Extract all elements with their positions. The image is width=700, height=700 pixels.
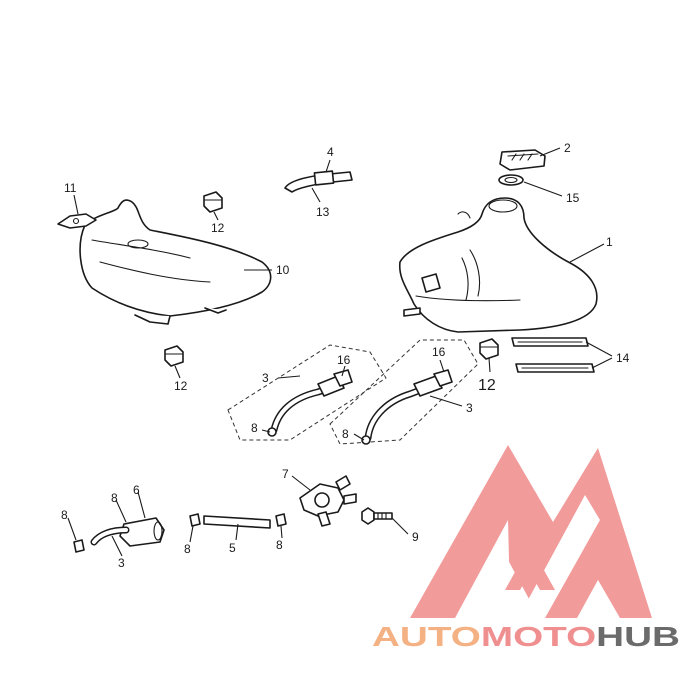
fuel-hose (270, 369, 353, 434)
callout-8: 8 (251, 421, 258, 435)
callout-15: 15 (566, 191, 580, 205)
bolt-grommet (479, 338, 499, 360)
drain-screw (361, 507, 393, 525)
callout-8: 8 (276, 538, 283, 552)
watermark-word-moto: MOTO (481, 621, 596, 652)
bolt-grommet (203, 191, 223, 213)
callout-12: 12 (174, 379, 188, 393)
callout-labels: 11 12 12 10 4 13 2 15 1 14 12 3 16 8 16 … (61, 141, 630, 570)
fuel-cap (499, 149, 546, 171)
callout-3: 3 (118, 556, 125, 570)
callout-7: 7 (282, 467, 289, 481)
callout-10: 10 (276, 263, 290, 277)
callout-14: 14 (616, 351, 630, 365)
fuel-hose (90, 526, 130, 546)
callout-8: 8 (111, 491, 118, 505)
callout-12: 12 (211, 221, 225, 235)
hose-clip (361, 435, 371, 445)
fuel-filter (119, 517, 165, 547)
watermark-word-auto: AUTO (372, 621, 481, 652)
fuel-hose (364, 369, 453, 442)
callout-13: 13 (316, 205, 330, 219)
callout-8: 8 (342, 427, 349, 441)
callout-9: 9 (412, 530, 419, 544)
rubber-strip (515, 363, 595, 373)
callout-12: 12 (478, 377, 496, 394)
callout-16: 16 (432, 345, 446, 359)
callout-4: 4 (327, 145, 334, 159)
hose-clip (275, 513, 287, 527)
cap-gasket (498, 174, 524, 186)
hose-set-box-right (329, 339, 479, 445)
callout-8: 8 (184, 542, 191, 556)
fuel-cock (299, 475, 357, 527)
watermark-word-hub: HUB (596, 621, 680, 652)
callout-2: 2 (564, 141, 571, 155)
rubber-strip (511, 337, 589, 347)
callout-16: 16 (337, 353, 351, 367)
callout-8: 8 (61, 508, 68, 522)
hose-clip (189, 513, 201, 527)
hose-set-box-left (227, 344, 387, 441)
leader-lines (67, 147, 613, 557)
bolt-grommet (164, 345, 184, 367)
callout-5: 5 (229, 541, 236, 555)
watermark-mark (410, 445, 652, 618)
straight-hose (203, 515, 271, 529)
fuel-tank (398, 197, 598, 333)
callout-1: 1 (606, 235, 613, 249)
tank-strap (284, 170, 353, 193)
clamp (57, 213, 97, 229)
callout-11: 11 (64, 181, 77, 195)
hose-clip (73, 539, 85, 553)
rear-tank (79, 199, 272, 325)
callout-6: 6 (133, 483, 140, 497)
callout-3: 3 (262, 371, 269, 385)
callout-3: 3 (466, 401, 473, 415)
